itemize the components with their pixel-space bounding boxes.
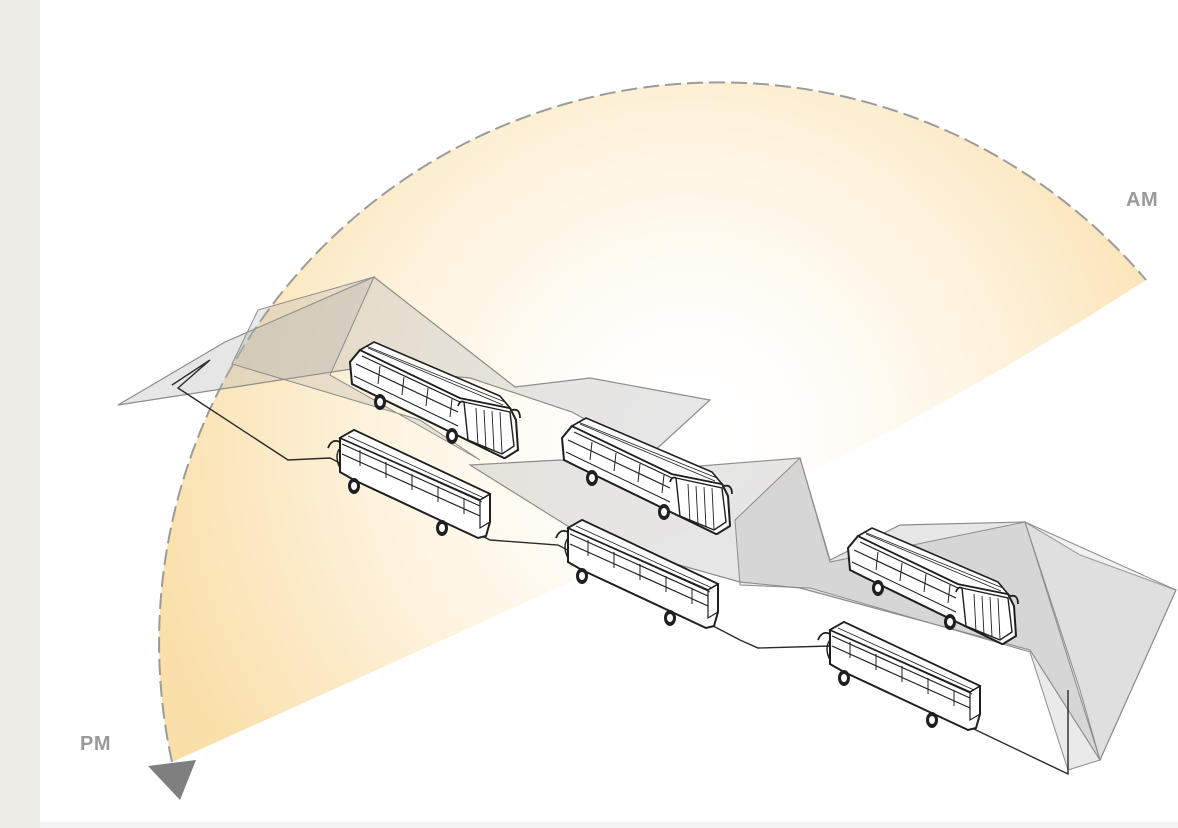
sun-path-arrow-icon	[148, 760, 196, 800]
am-label: AM	[1126, 189, 1159, 211]
sun-exposure-sector	[159, 82, 1147, 763]
shadow-upper-left-inner	[231, 276, 481, 461]
shadow-far-right	[1024, 521, 1177, 762]
bus-6	[817, 621, 981, 731]
pm-label: PM	[80, 733, 111, 755]
bottom-strip	[40, 822, 1178, 828]
left-side-panel	[0, 0, 40, 828]
shadow-right-inner	[734, 457, 1101, 771]
sun-path-arc	[158, 81, 1147, 763]
